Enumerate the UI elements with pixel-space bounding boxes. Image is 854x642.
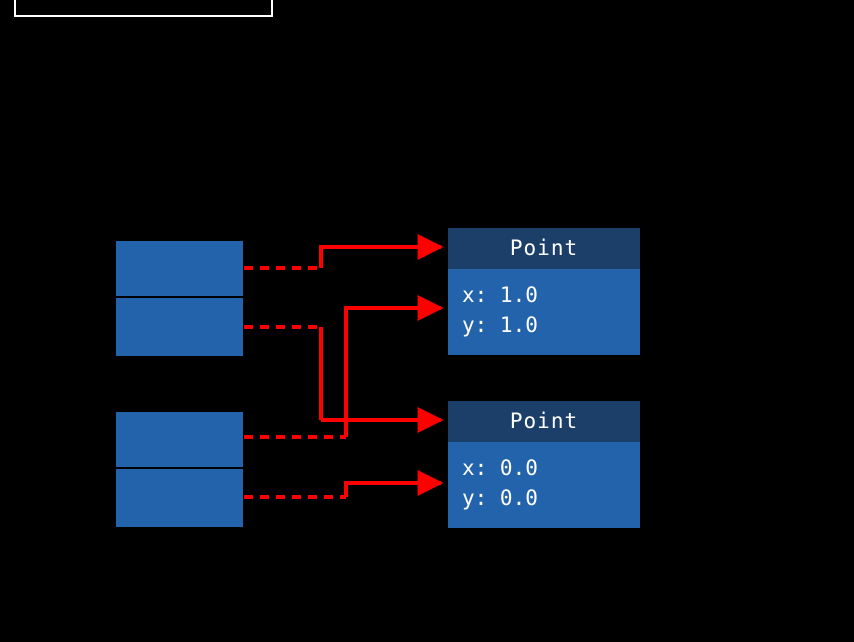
variable-slot-1b: [116, 298, 243, 356]
point-object-2-title: Point: [448, 401, 640, 442]
point-object-2: Point x: 0.0 y: 0.0: [448, 401, 640, 528]
point-object-1-field-x: x: 1.0: [462, 283, 538, 307]
point-object-1-body: x: 1.0 y: 1.0: [448, 269, 640, 355]
variable-slot-2b: [116, 469, 243, 527]
variable-slot-1a: [116, 241, 243, 296]
arrow-var1b-to-point1-body: [244, 325, 323, 420]
point-object-2-field-y: y: 0.0: [462, 486, 538, 510]
arrow-var2b-to-point2-body: [244, 470, 444, 499]
arrow-var1a-to-point1-header: [244, 234, 444, 270]
point-object-1-field-y: y: 1.0: [462, 313, 538, 337]
point-object-2-field-x: x: 0.0: [462, 456, 538, 480]
variable-slot-2a: [116, 412, 243, 467]
point-object-2-body: x: 0.0 y: 0.0: [448, 442, 640, 528]
point-object-1-title: Point: [448, 228, 640, 269]
top-cutoff-frame: [14, 0, 273, 17]
point-object-1: Point x: 1.0 y: 1.0: [448, 228, 640, 355]
arrow-var2a-to-point1-body: [244, 295, 444, 439]
